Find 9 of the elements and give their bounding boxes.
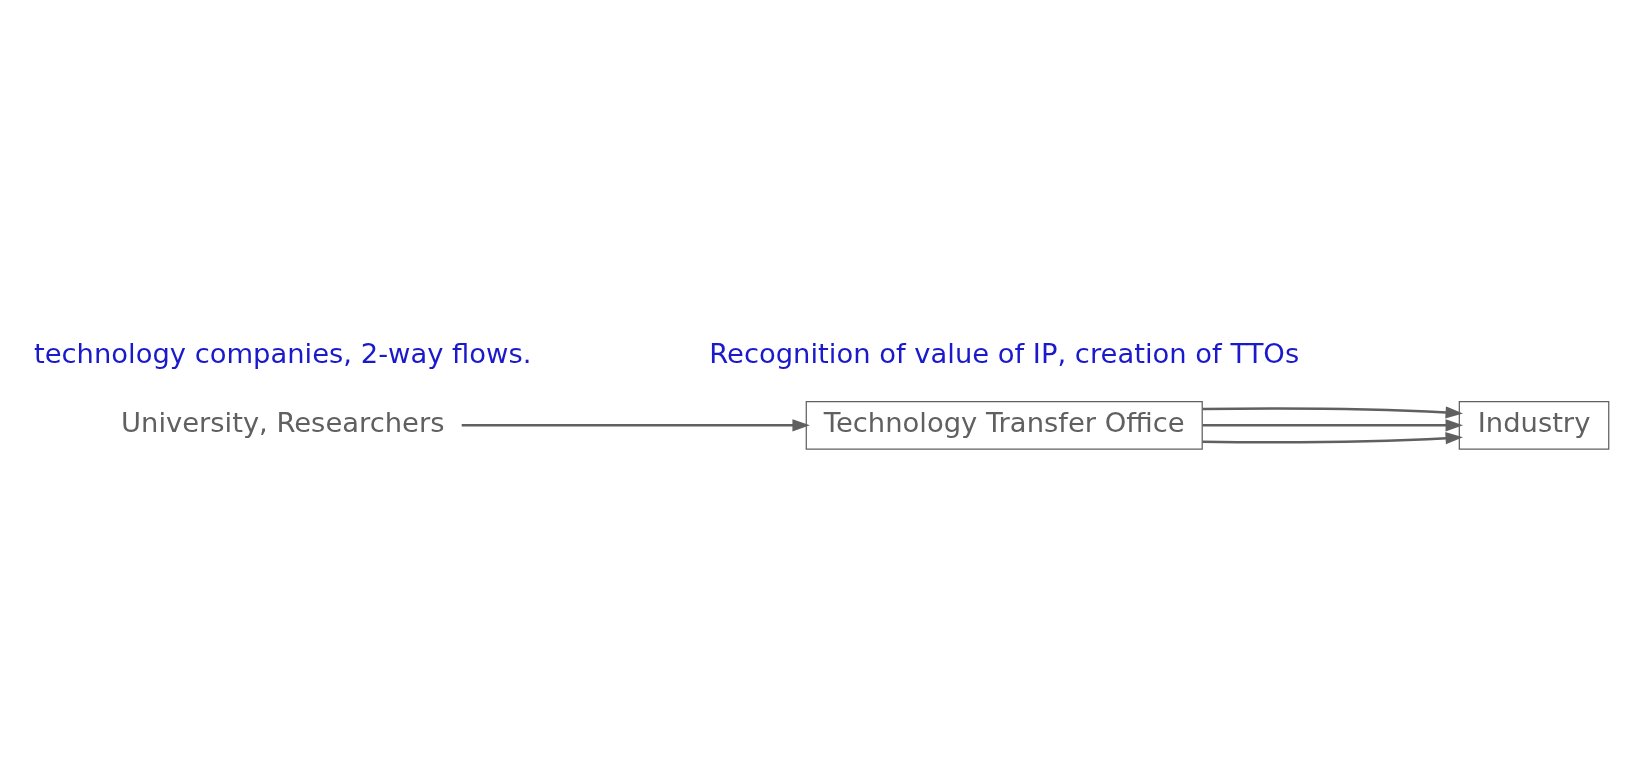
node-box: Industry [1458, 401, 1610, 450]
arrow [461, 419, 810, 432]
label: Recognition of value of IP, creation of TTOs [709, 337, 1300, 369]
arrow [1202, 406, 1463, 419]
node-text: University, Researchers [121, 407, 445, 439]
node-box: Technology Transfer Office [805, 401, 1203, 450]
label: technology companies, 2-way flows. [33, 337, 532, 369]
arrow [1202, 432, 1463, 445]
arrow [1202, 419, 1463, 432]
